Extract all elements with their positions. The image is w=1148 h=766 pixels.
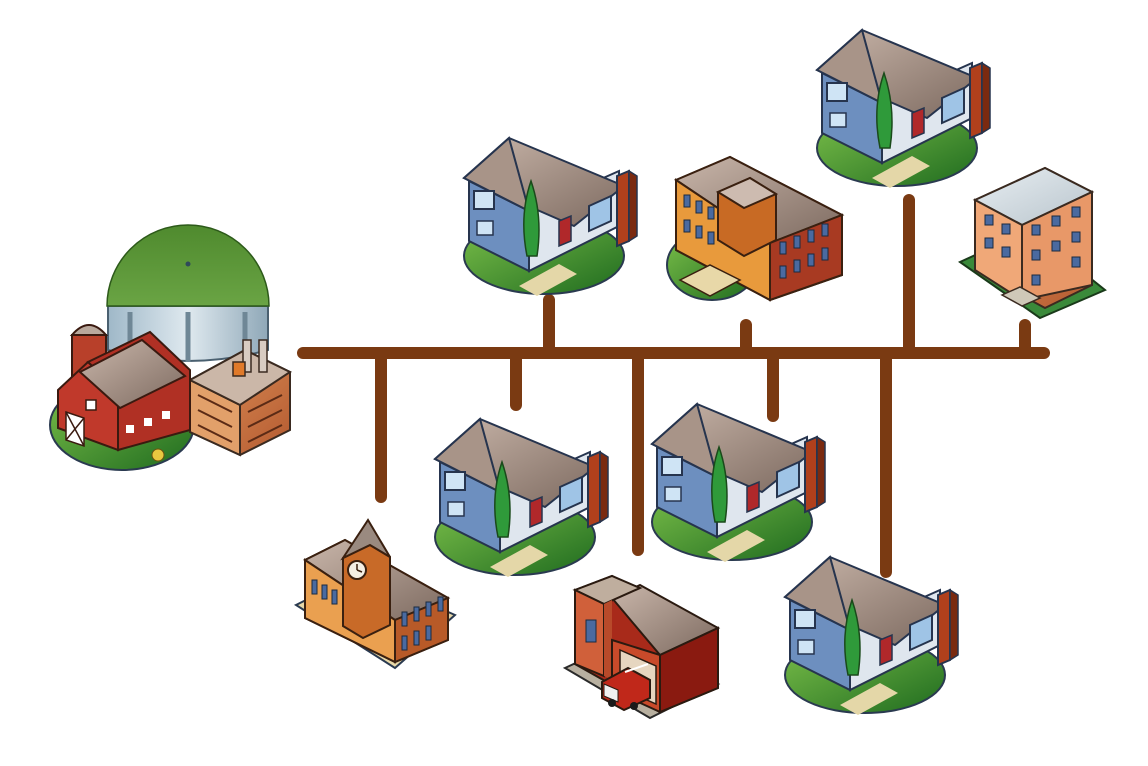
house-icon [651, 403, 826, 563]
house-icon [816, 29, 991, 189]
farm-biogas-plant-icon [49, 224, 293, 471]
apartment-school-icon [666, 155, 845, 302]
heating-pipe-network [297, 194, 1050, 578]
fire-station-icon [562, 574, 721, 720]
town-hall-icon [293, 518, 457, 670]
apartment-building-icon [957, 166, 1107, 320]
house-icon [463, 137, 638, 297]
house-icon [434, 418, 609, 578]
house-icon [784, 556, 959, 716]
